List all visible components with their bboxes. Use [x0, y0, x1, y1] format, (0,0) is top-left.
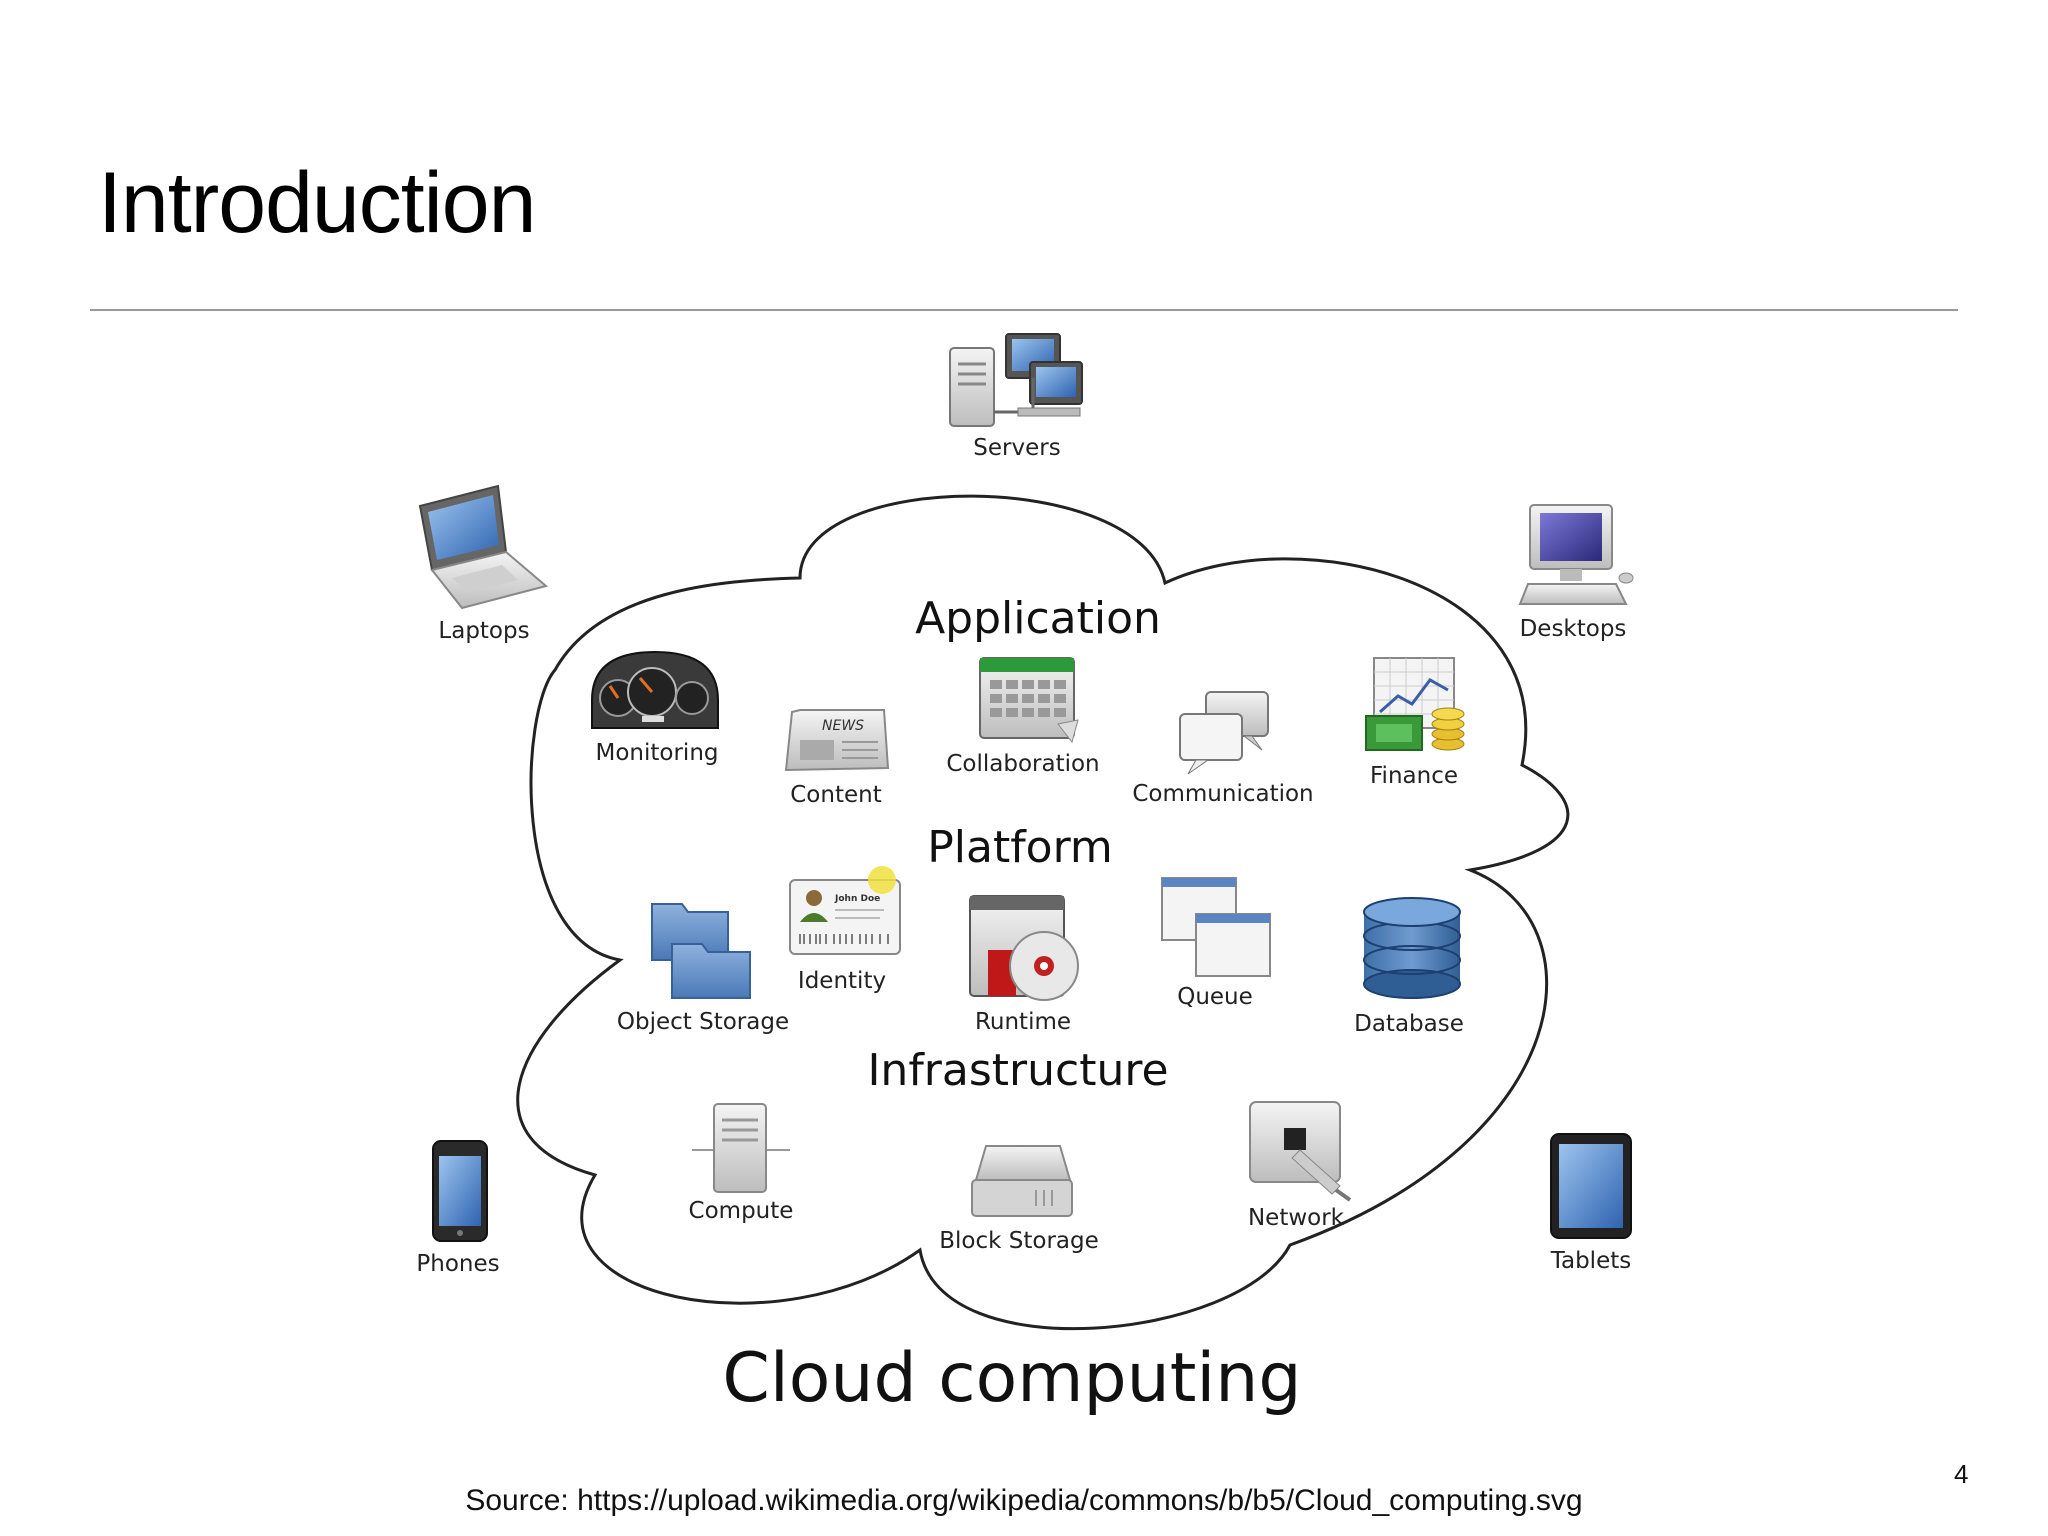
- block-storage-drive-icon: [971, 1145, 1073, 1217]
- platform-heading: Platform: [927, 822, 1113, 873]
- runtime-label: Runtime: [975, 1009, 1071, 1035]
- servers-label: Servers: [973, 435, 1060, 461]
- source-citation: Source: https://upload.wikimedia.org/wik…: [465, 1484, 1583, 1517]
- compute-label: Compute: [689, 1198, 794, 1224]
- queue-windows-icon: [1161, 877, 1271, 977]
- communication-bubbles-icon: [1179, 691, 1269, 775]
- identity-card-name: John Doe: [834, 894, 880, 904]
- network-socket-icon: [1249, 1101, 1352, 1202]
- diagram-caption: Cloud computing: [722, 1339, 1301, 1418]
- content-newspaper-icon: NEWS: [784, 709, 890, 772]
- communication-label: Communication: [1132, 781, 1313, 807]
- compute-server-icon: [692, 1103, 790, 1193]
- monitoring-label: Monitoring: [596, 740, 719, 766]
- tablet-icon: [1550, 1133, 1632, 1239]
- slide-title: Introduction: [98, 155, 536, 251]
- finance-label: Finance: [1370, 763, 1458, 789]
- desktops-label: Desktops: [1520, 616, 1627, 642]
- network-label: Network: [1248, 1205, 1345, 1231]
- collaboration-calendar-icon: [979, 657, 1079, 744]
- database-label: Database: [1354, 1011, 1464, 1037]
- infrastructure-heading: Infrastructure: [867, 1045, 1168, 1096]
- application-heading: Application: [915, 593, 1161, 644]
- laptops-label: Laptops: [438, 618, 529, 644]
- database-icon: [1363, 897, 1461, 999]
- object-storage-label: Object Storage: [617, 1009, 789, 1035]
- identity-label: Identity: [798, 968, 886, 994]
- desktop-icon: [1518, 504, 1634, 605]
- phones-label: Phones: [416, 1251, 499, 1277]
- runtime-icon: [969, 895, 1079, 1001]
- content-label: Content: [790, 782, 881, 808]
- laptop-icon: [418, 484, 549, 610]
- collaboration-label: Collaboration: [946, 751, 1099, 777]
- phone-icon: [432, 1140, 488, 1242]
- block-storage-label: Block Storage: [939, 1228, 1099, 1254]
- title-divider: [90, 309, 1958, 311]
- monitoring-icon: [591, 650, 719, 729]
- identity-card-icon: John Doe: [789, 866, 901, 955]
- page-number: 4: [1954, 1459, 1969, 1489]
- servers-icon: [949, 333, 1083, 427]
- news-text: NEWS: [822, 718, 864, 734]
- finance-chart-icon: [1365, 657, 1465, 751]
- object-storage-folder-icon: [651, 903, 751, 999]
- queue-label: Queue: [1177, 984, 1253, 1010]
- tablets-label: Tablets: [1550, 1248, 1631, 1274]
